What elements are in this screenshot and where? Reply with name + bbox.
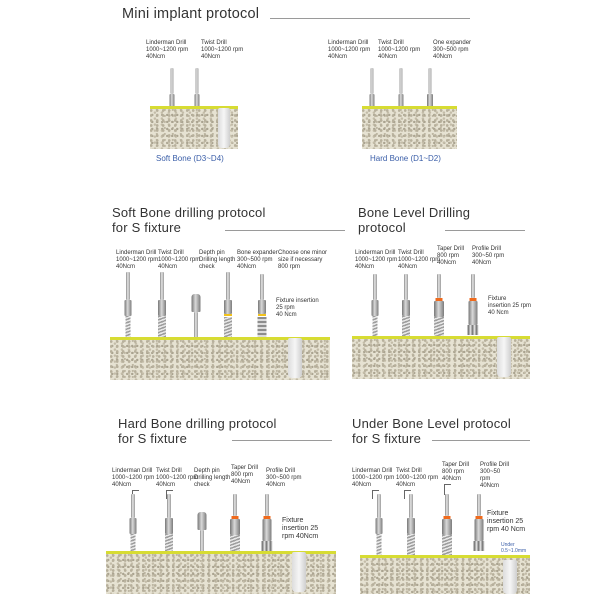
under-level-title: Under Bone Level protocol for S fixture: [352, 416, 511, 446]
bone-level-gum-line: [352, 336, 530, 339]
under-level-label-twist: Twist Drill 1000~1200 rpm 40Ncm: [396, 468, 439, 488]
under-level-gum-line: [360, 555, 530, 558]
hard-s-gum-line: [106, 551, 336, 554]
mini-soft-caption: Soft Bone (D3~D4): [156, 154, 224, 163]
under-level-leader-linderman: [372, 490, 379, 499]
mini-hard-gum-line: [362, 106, 457, 109]
under-level-bone: [360, 558, 530, 594]
bone-level-label-linderman: Linderman Drill 1000~1200 rpm 40Ncm: [355, 250, 398, 270]
under-level-profile-drill: [472, 494, 486, 580]
under-level-title-rule: [432, 440, 530, 441]
soft-s-label-depth-pin: Depth pin Drilling length check: [199, 250, 236, 270]
bone-level-profile-drill: [466, 274, 480, 364]
mini-soft-label-twist: Twist Drill 1000~1200 rpm 40Ncm: [201, 40, 244, 60]
under-level-implant: [503, 560, 517, 594]
bone-level-title: Bone Level Drilling protocol: [358, 205, 471, 235]
under-level-leader-twist: [404, 490, 411, 499]
hard-s-label-taper: Taper Drill 800 rpm 40Ncm: [231, 465, 259, 485]
bone-level-title-rule: [445, 230, 525, 231]
hard-s-title: Hard Bone drilling protocol for S fixtur…: [118, 416, 277, 446]
mini-hard-label-twist: Twist Drill 1000~1200 rpm 40Ncm: [378, 40, 421, 60]
mini-soft-gum-line: [150, 106, 238, 109]
bone-level-label-taper: Taper Drill 800 rpm 40Ncm: [437, 246, 465, 266]
hard-s-label-linderman: Linderman Drill 1000~1200 rpm 40Ncm: [112, 468, 155, 488]
soft-s-label-bone-expander: Bone expander 300~500 rpm 40Ncm: [237, 250, 278, 270]
hard-s-profile-drill: [260, 494, 274, 580]
soft-s-label-linderman: Linderman Drill 1000~1200 rpm 40Ncm: [116, 250, 159, 270]
mini-title-rule: [270, 18, 470, 19]
bone-level-label-twist: Twist Drill 1000~1200 rpm 40Ncm: [398, 250, 441, 270]
under-level-label-linderman: Linderman Drill 1000~1200 rpm 40Ncm: [352, 468, 395, 488]
bone-level-label-profile: Profile Drill 300~50 rpm 40Ncm: [472, 246, 505, 266]
hard-s-implant: [292, 552, 306, 592]
hard-s-leader-twist: [166, 490, 173, 499]
soft-s-label-choose-minor: Choose one minor size if necessary 800 r…: [278, 250, 328, 270]
mini-hard-label-linderman: Linderman Drill 1000~1200 rpm 40Ncm: [328, 40, 371, 60]
bone-level-label-fixture: Fixture insertion 25 rpm 40 Ncm: [488, 296, 532, 316]
soft-s-label-twist: Twist Drill 1000~1200 rpm 40Ncm: [158, 250, 201, 270]
under-level-label-fixture: Fixture insertion 25 rpm 40 Ncm: [487, 510, 526, 533]
under-level-label-profile: Profile Drill 300~50 rpm 40Ncm: [480, 462, 510, 489]
under-level-label-taper: Taper Drill 800 rpm 40Ncm: [442, 462, 470, 482]
soft-s-title-rule: [225, 230, 345, 231]
hard-s-label-twist: Twist Drill 1000~1200 rpm 40Ncm: [156, 468, 199, 488]
soft-s-gum-line: [110, 337, 330, 340]
mini-soft-label-linderman: Linderman Drill 1000~1200 rpm 40Ncm: [146, 40, 189, 60]
hard-s-title-rule: [232, 440, 332, 441]
soft-s-title: Soft Bone drilling protocol for S fixtur…: [112, 205, 266, 235]
soft-s-implant: [288, 338, 302, 378]
mini-implant-title: Mini implant protocol: [122, 6, 260, 22]
under-level-leader-taper: [444, 484, 451, 495]
under-level-depth-note: Under 0.5~1.0mm: [501, 542, 527, 554]
mini-hard-label-expander: One expander 300~500 rpm 40Ncm: [433, 40, 472, 60]
bone-level-implant: [497, 337, 511, 377]
mini-hard-caption: Hard Bone (D1~D2): [370, 154, 441, 163]
hard-s-label-depth-pin: Depth pin Drilling length check: [194, 468, 231, 488]
mini-hard-bone: [362, 109, 457, 149]
hard-s-label-fixture: Fixture insertion 25 rpm 40Ncm: [282, 517, 319, 540]
hard-s-label-profile: Profile Drill 300~500 rpm 40Ncm: [266, 468, 302, 488]
soft-s-label-fixture: Fixture insertion 25 rpm 40 Ncm: [276, 298, 319, 318]
mini-soft-implant: [218, 108, 230, 148]
